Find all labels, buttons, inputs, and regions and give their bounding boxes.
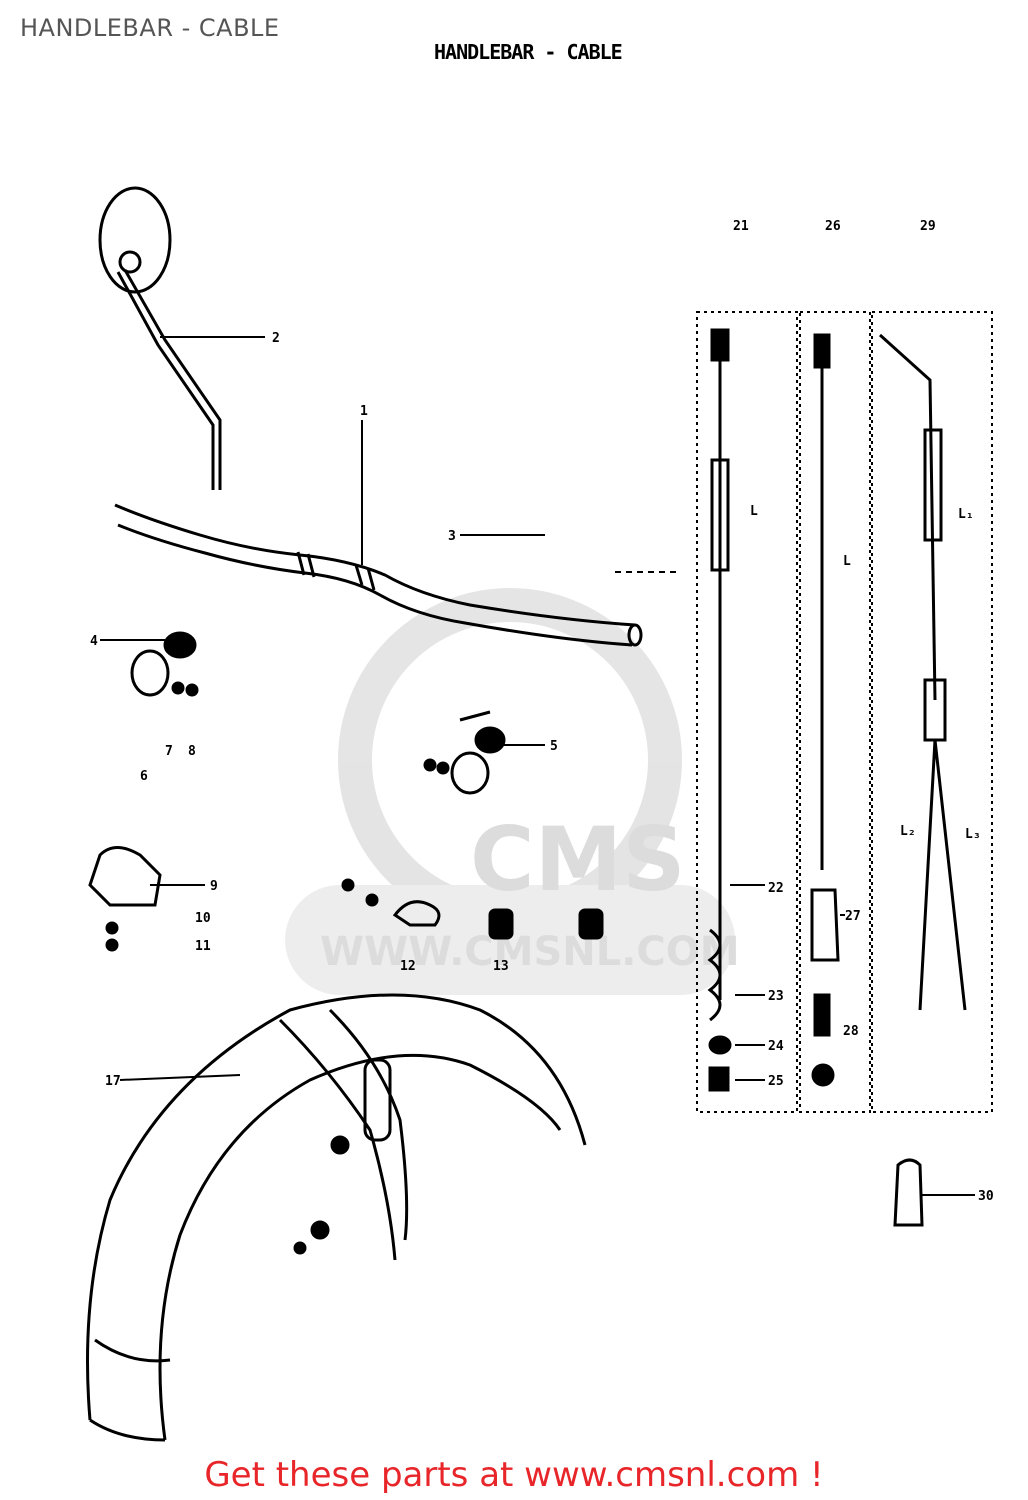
callout-L3: L₃	[965, 827, 981, 842]
callout-L1: L₁	[958, 507, 974, 522]
cable-clamps[interactable]	[341, 878, 604, 940]
callout-4: 4	[90, 634, 98, 649]
cable-26[interactable]	[810, 333, 840, 1087]
watermark-url: WWW.CMSNL.COM	[320, 929, 740, 975]
callout-L-26: L	[843, 554, 851, 569]
callout-27: 27	[845, 909, 861, 924]
callout-1: 1	[360, 404, 368, 419]
cable-box-outlines	[696, 311, 993, 1113]
callout-29: 29	[920, 219, 936, 234]
callout-28: 28	[843, 1024, 859, 1039]
callout-5: 5	[550, 739, 558, 754]
callout-7: 7	[165, 744, 173, 759]
cable-29[interactable]	[878, 333, 967, 1011]
callout-26: 26	[825, 219, 841, 234]
mirror-part-2[interactable]	[98, 186, 222, 490]
callout-17: 17	[105, 1074, 121, 1089]
lever-holder-right[interactable]	[423, 710, 506, 795]
callout-2: 2	[272, 331, 280, 346]
watermark-brand: CMS	[470, 808, 686, 911]
callout-30: 30	[978, 1189, 994, 1204]
callout-11: 11	[195, 939, 211, 954]
get-parts-link[interactable]: Get these parts at www.cmsnl.com !	[204, 1455, 824, 1495]
callout-13: 13	[493, 959, 509, 974]
cable-21[interactable]	[707, 328, 732, 1092]
lever-holder-left[interactable]	[130, 631, 199, 697]
callout-10: 10	[195, 911, 211, 926]
callout-21: 21	[733, 219, 749, 234]
callout-L2: L₂	[900, 824, 916, 839]
page-title: HANDLEBAR - CABLE	[20, 14, 280, 42]
handlebar-part-1[interactable]	[114, 503, 643, 647]
callout-12: 12	[400, 959, 416, 974]
callout-L-21: L	[750, 504, 758, 519]
callout-6: 6	[140, 769, 148, 784]
front-fender-part-17[interactable]	[86, 993, 587, 1442]
callout-3: 3	[448, 529, 456, 544]
grip-part-30[interactable]	[893, 1158, 924, 1227]
callout-25: 25	[768, 1074, 784, 1089]
cmsnl-watermark: CMS WWW.CMSNL.COM	[285, 588, 740, 995]
switch-part-9[interactable]	[88, 846, 162, 952]
callout-numbers: 1 2 3 4 5 6 7 8 9 10 11 12 13 17 21 22 2…	[90, 219, 994, 1204]
callout-22: 22	[768, 881, 784, 896]
diagram-title: HANDLEBAR - CABLE	[434, 40, 623, 64]
callout-23: 23	[768, 989, 784, 1004]
callout-9: 9	[210, 879, 218, 894]
leader-lines	[100, 336, 975, 1196]
callout-24: 24	[768, 1039, 784, 1054]
callout-8: 8	[188, 744, 196, 759]
